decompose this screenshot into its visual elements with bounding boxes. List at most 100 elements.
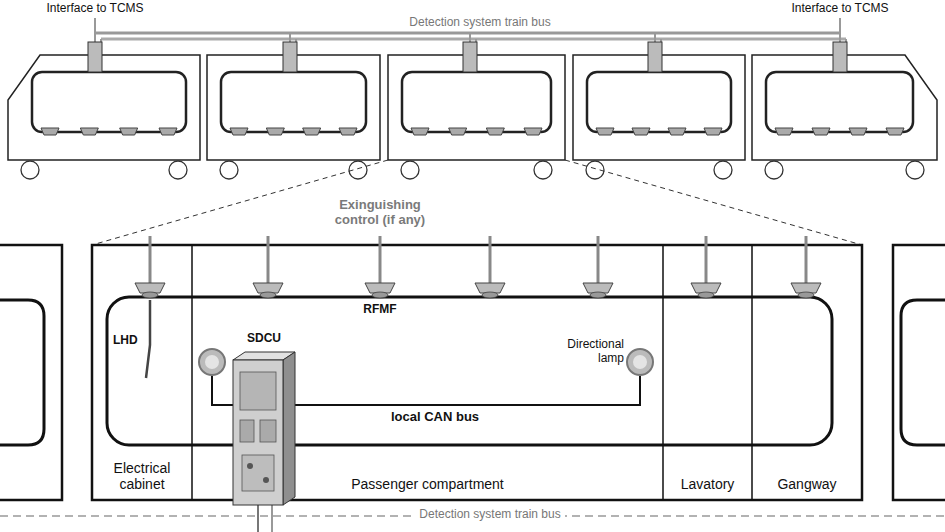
extinguishing-line [705,236,708,284]
rfmf-sensor [365,283,395,293]
sensor-dome [142,292,158,298]
car-loop [766,72,913,132]
car-sensor [266,128,284,135]
compartment-region: Passenger compartment [192,245,663,500]
train-bus-drop [470,33,476,42]
wheel [765,161,783,179]
compartment-name: Lavatory [681,476,735,492]
sensor-group [135,283,821,298]
car-loop [32,72,186,132]
car-sensor [812,128,830,135]
car-sensor [120,128,138,135]
car-sdcu [88,42,102,72]
car-loop [221,72,366,132]
compartment-name: Passenger compartment [351,476,504,492]
compartment-name: Gangway [777,476,836,492]
car-sensor [886,128,904,135]
car-sensor [704,128,722,135]
wheel [534,161,552,179]
car-sensor [596,128,614,135]
sdcu-connector [240,420,254,442]
can-bus-loop [107,297,832,445]
part-label: Interface to TCMS [25,2,165,16]
car-sensor [632,128,650,135]
part-label: SDCU [236,332,292,346]
sdcu-led [263,477,269,483]
sdcu-panel [242,455,274,491]
train-bus-line [101,38,846,41]
neighbour-car [0,245,62,500]
lhd-cable [146,300,150,378]
car-sensor [411,128,429,135]
part-label: Exinguishing control (if any) [321,198,439,228]
car-sdcu [283,42,297,72]
part-label: Detection system train bus [415,508,564,522]
train-car [8,55,200,160]
directional-lamp [199,349,225,375]
sensor-dome [698,292,714,298]
car-sensor [159,128,177,135]
neighbour-loop [0,300,44,445]
rfmf-sensor [253,283,283,293]
train-bus-drop [840,33,846,42]
extinguishing-line [267,236,270,284]
rfmf-sensor [691,283,721,293]
zoom-line [565,160,862,245]
sdcu-front [233,360,283,505]
train-illustration [8,18,937,179]
rfmf-sensor [791,283,821,293]
part-label: LHD [113,334,145,348]
compartment-region: Electrical cabinet [92,245,192,500]
train-bus-drop [290,33,296,42]
compartment-region: Gangway [752,245,862,500]
car-sensor [230,128,248,135]
sdcu-panel [240,372,276,410]
car-sensor [339,128,357,135]
car-loop [587,72,731,132]
sensor-dome [372,292,388,298]
wheel [401,161,419,179]
rfmf-sensor [135,283,165,293]
directional-lamp [627,349,653,375]
extinguishing-line [805,236,808,284]
train-bus-wire [257,505,259,532]
car-sensor [775,128,793,135]
extinguishing-line [150,236,806,284]
neighbour-car [893,245,945,500]
part-label: Detection system train bus [380,16,580,30]
sensor-dome [260,292,276,298]
part-label: RFMF [352,303,408,317]
car-sensor [524,128,542,135]
part-label: local CAN bus [360,410,510,425]
rfmf-sensor [475,283,505,293]
sdcu-connector [260,420,276,442]
car-sensor [486,128,504,135]
train-bus-line [95,32,840,35]
car-loop [402,72,551,132]
lamp-highlight [633,355,647,369]
car-sensor [303,128,321,135]
sensor-dome [482,292,498,298]
wheel [169,161,187,179]
neighbour-loop [901,300,945,445]
extinguishing-line [379,236,382,284]
lamp-highlight [205,355,219,369]
extinguishing-line [597,236,600,284]
extinguishing-line [489,236,492,284]
train-bus-drop [95,33,101,42]
compartment-name: Electrical cabinet [100,460,184,492]
wheel [906,161,924,179]
part-label: Directional lamp [546,338,624,366]
sensor-dome [590,292,606,298]
wheel [220,161,238,179]
sdcu-led [247,463,253,469]
car-sensor [41,128,59,135]
car-sdcu [648,42,662,72]
sdcu-side [283,352,295,505]
car-sensor [668,128,686,135]
rfmf-sensor [583,283,613,293]
part-label: Interface to TCMS [770,2,910,16]
train-bus-wire [271,505,273,532]
car-sensor [80,128,98,135]
